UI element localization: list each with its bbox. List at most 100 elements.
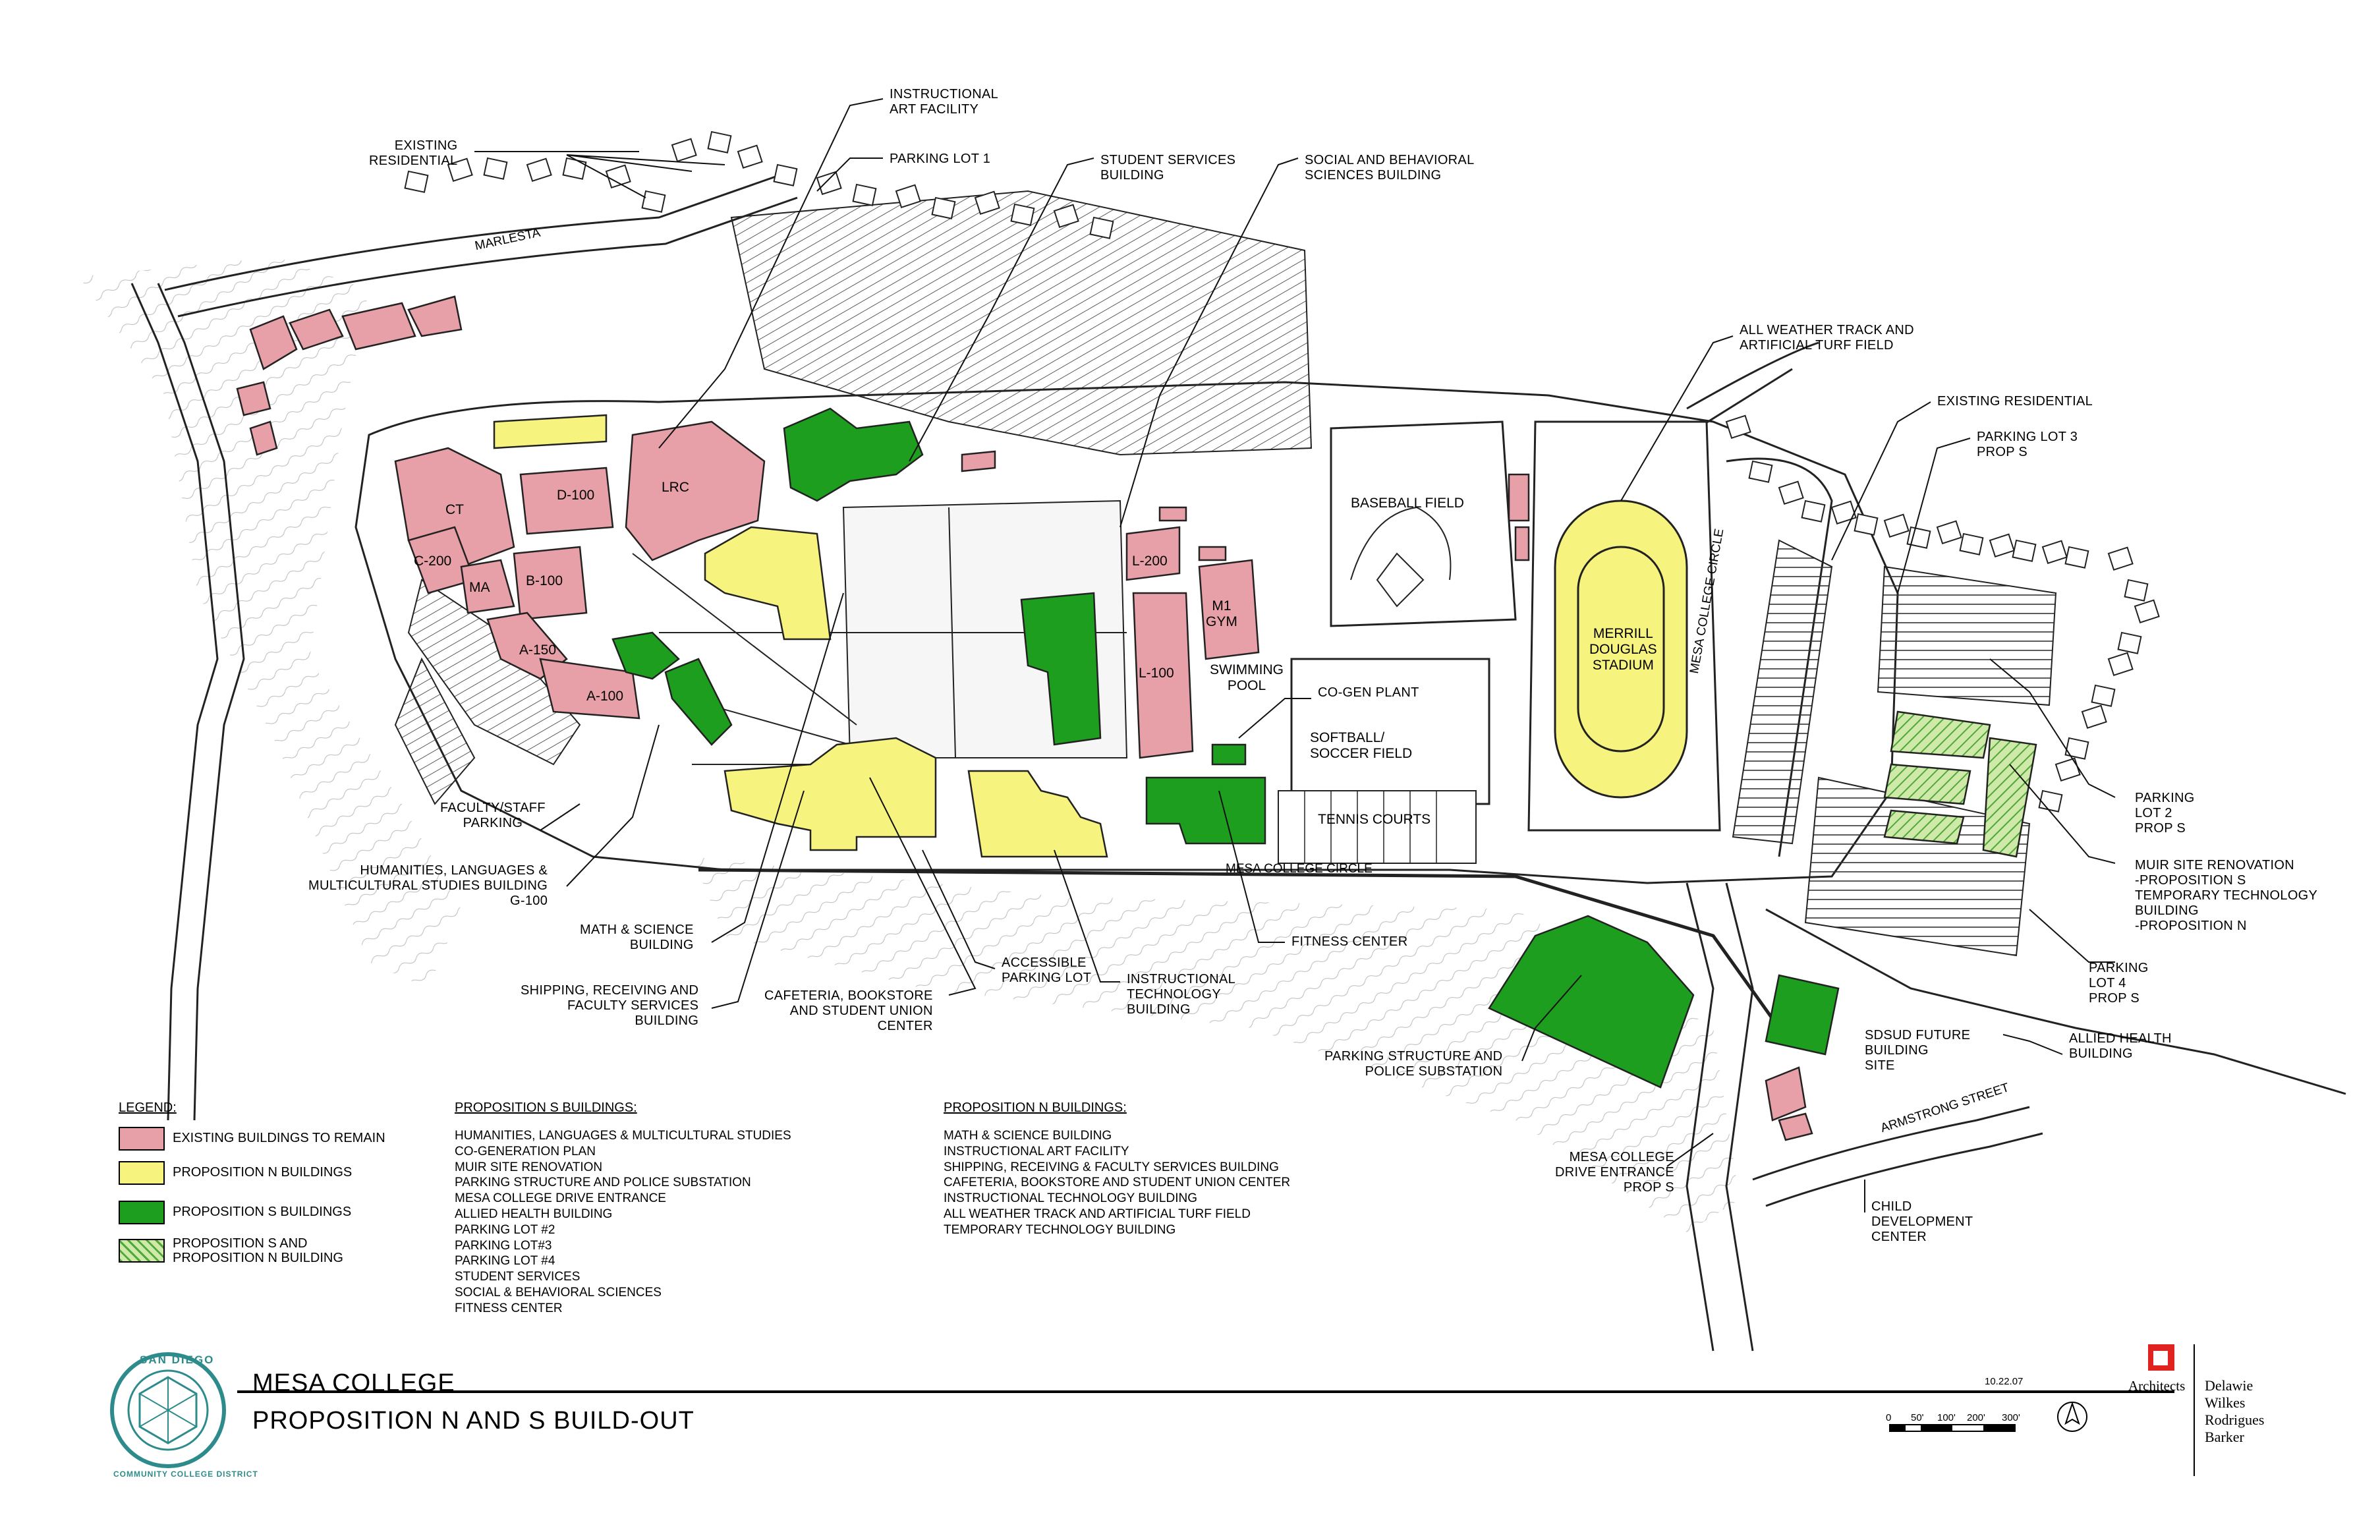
callout-parking-lot-1: PARKING LOT 1 [890, 152, 991, 166]
prop-n-list-item: MATH & SCIENCE BUILDING [944, 1129, 1112, 1143]
building-cafeteria-shipping [723, 737, 937, 851]
legend-swatch-existing [119, 1127, 165, 1151]
callout-existing-residential-e: EXISTING RESIDENTIAL [1937, 394, 2093, 409]
prop-s-list-item: MESA COLLEGE DRIVE ENTRANCE [455, 1191, 666, 1206]
prop-s-list-title: PROPOSITION S BUILDINGS: [455, 1100, 637, 1115]
prop-s-list-item: ALLIED HEALTH BUILDING [455, 1207, 613, 1221]
armstrong-street [1752, 1106, 2043, 1207]
legend-label-prop_n: PROPOSITION N BUILDINGS [173, 1165, 353, 1180]
callout-drive-entrance: MESA COLLEGE DRIVE ENTRANCE PROP S [1555, 1150, 1674, 1195]
existing-buildings [236, 295, 1813, 1141]
callout-child-development: CHILD DEVELOPMENT CENTER [1871, 1199, 1973, 1244]
campus-ring-road [354, 381, 1899, 884]
callout-art-facility: INSTRUCTIONAL ART FACILITY [890, 87, 999, 117]
building-small-2 [1158, 506, 1187, 522]
parking-lot-4 [1804, 776, 2031, 957]
residence-outline [671, 138, 697, 162]
label-a150: A-150 [519, 642, 557, 658]
callout-shipping: SHIPPING, RECEIVING AND FACULTY SERVICES… [521, 983, 699, 1028]
seal-text-bottom: COMMUNITY COLLEGE DISTRICT [113, 1469, 258, 1479]
prop-s-list-item: PARKING LOT #2 [455, 1222, 555, 1237]
residence-outline [404, 170, 429, 193]
residence-outline [2041, 540, 2068, 564]
marlesta-road [164, 170, 791, 291]
building-child-dev-2 [1778, 1112, 1813, 1141]
architects-label: Architects [2128, 1378, 2186, 1394]
building-nw-1 [249, 315, 298, 370]
building-art-facility [493, 414, 608, 449]
residence-outline [641, 190, 666, 213]
building-fitness [1145, 776, 1266, 845]
callout-parking-lot-3: PARKING LOT 3 PROP S [1977, 430, 2078, 459]
building-nw-4 [407, 295, 463, 337]
residence-outline [1906, 526, 1931, 549]
residence-outline [2107, 652, 2134, 676]
muir-bar-2 [1883, 763, 1971, 805]
residence-outline [605, 164, 631, 188]
prop-n-list-item: CAFETERIA, BOOKSTORE AND STUDENT UNION C… [944, 1176, 1291, 1190]
residence-outline [1936, 520, 1962, 544]
callout-social-behavioral: SOCIAL AND BEHAVIORAL SCIENCES BUILDING [1305, 153, 1475, 183]
scale-bar [1889, 1424, 2016, 1432]
residence-outline [2064, 737, 2089, 760]
muir-bar-1 [1890, 710, 1991, 759]
label-d100: D-100 [557, 488, 595, 503]
residence-outline [1725, 414, 1751, 439]
legend-swatch-prop_s [119, 1201, 165, 1224]
legend-label-hatched: PROPOSITION S AND PROPOSITION N BUILDING [173, 1236, 343, 1265]
building-humanities-1 [611, 631, 680, 680]
residence-outline [562, 157, 587, 180]
prop-s-list-item: FITNESS CENTER [455, 1301, 563, 1315]
residence-outline [1010, 203, 1035, 226]
label-b100: B-100 [526, 573, 563, 588]
parking-lot-2 [1877, 565, 2057, 706]
prop-s-list-item: CO-GENERATION PLAN [455, 1144, 596, 1158]
residence-outline [773, 163, 798, 186]
label-m1gym: M1 GYM [1206, 598, 1237, 629]
building-student-services [783, 407, 924, 502]
architect-logo-icon [2148, 1344, 2174, 1371]
prop-s-list-item: PARKING STRUCTURE AND POLICE SUBSTATION [455, 1176, 751, 1190]
building-math-science [704, 526, 832, 641]
residence-outline [2038, 789, 2063, 813]
residence-outline [2134, 599, 2160, 623]
label-baseball: BASEBALL FIELD [1351, 496, 1464, 511]
baseball-field [1330, 420, 1517, 627]
residence-outline [816, 171, 842, 195]
marlesta-road-edge [177, 196, 798, 318]
building-l200 [1125, 526, 1181, 581]
residence-outline [2091, 684, 2116, 707]
residence-outline [526, 157, 552, 182]
callout-muir: MUIR SITE RENOVATION -PROPOSITION S TEMP… [2135, 858, 2318, 933]
page-title: MESA COLLEGE [252, 1369, 455, 1397]
prop-s-list: HUMANITIES, LANGUAGES & MULTICULTURAL ST… [455, 1128, 791, 1317]
label-softball: SOFTBALL/ SOCCER FIELD [1310, 730, 1413, 761]
building-child-dev-1 [1765, 1066, 1807, 1122]
page-subtitle: PROPOSITION N AND S BUILD-OUT [252, 1407, 694, 1435]
residence-outline [2107, 546, 2134, 571]
eastern-road [1686, 341, 2346, 1095]
legend-label-existing: EXISTING BUILDINGS TO REMAIN [173, 1131, 385, 1145]
parking-lot-3 [1732, 539, 1833, 845]
building-m1gym [1198, 559, 1260, 660]
scale-tick-0: 0 [1886, 1412, 1892, 1423]
infield [1376, 552, 1425, 608]
residence-outline [1778, 480, 1804, 505]
district-seal [110, 1352, 226, 1468]
callout-leaders [474, 98, 2116, 1212]
label-mesa-circle-road: MESA COLLEGE CIRCLE [1226, 862, 1373, 876]
mesa-college-circle-road [698, 868, 1781, 1029]
callout-student-services: STUDENT SERVICES BUILDING [1100, 153, 1236, 183]
building-cogen [1211, 743, 1247, 766]
building-nw-6 [249, 420, 278, 456]
faculty-staff-parking-2 [394, 657, 476, 805]
north-arrow-icon [2057, 1401, 2087, 1432]
building-lrc [625, 420, 766, 561]
building-l100 [1132, 592, 1194, 759]
prop-n-buildings [493, 414, 1108, 858]
callout-cafeteria: CAFETERIA, BOOKSTORE AND STUDENT UNION C… [764, 988, 933, 1033]
residence-outline [2012, 539, 2037, 562]
building-ma [460, 559, 515, 614]
residence-outline [1748, 460, 1773, 483]
